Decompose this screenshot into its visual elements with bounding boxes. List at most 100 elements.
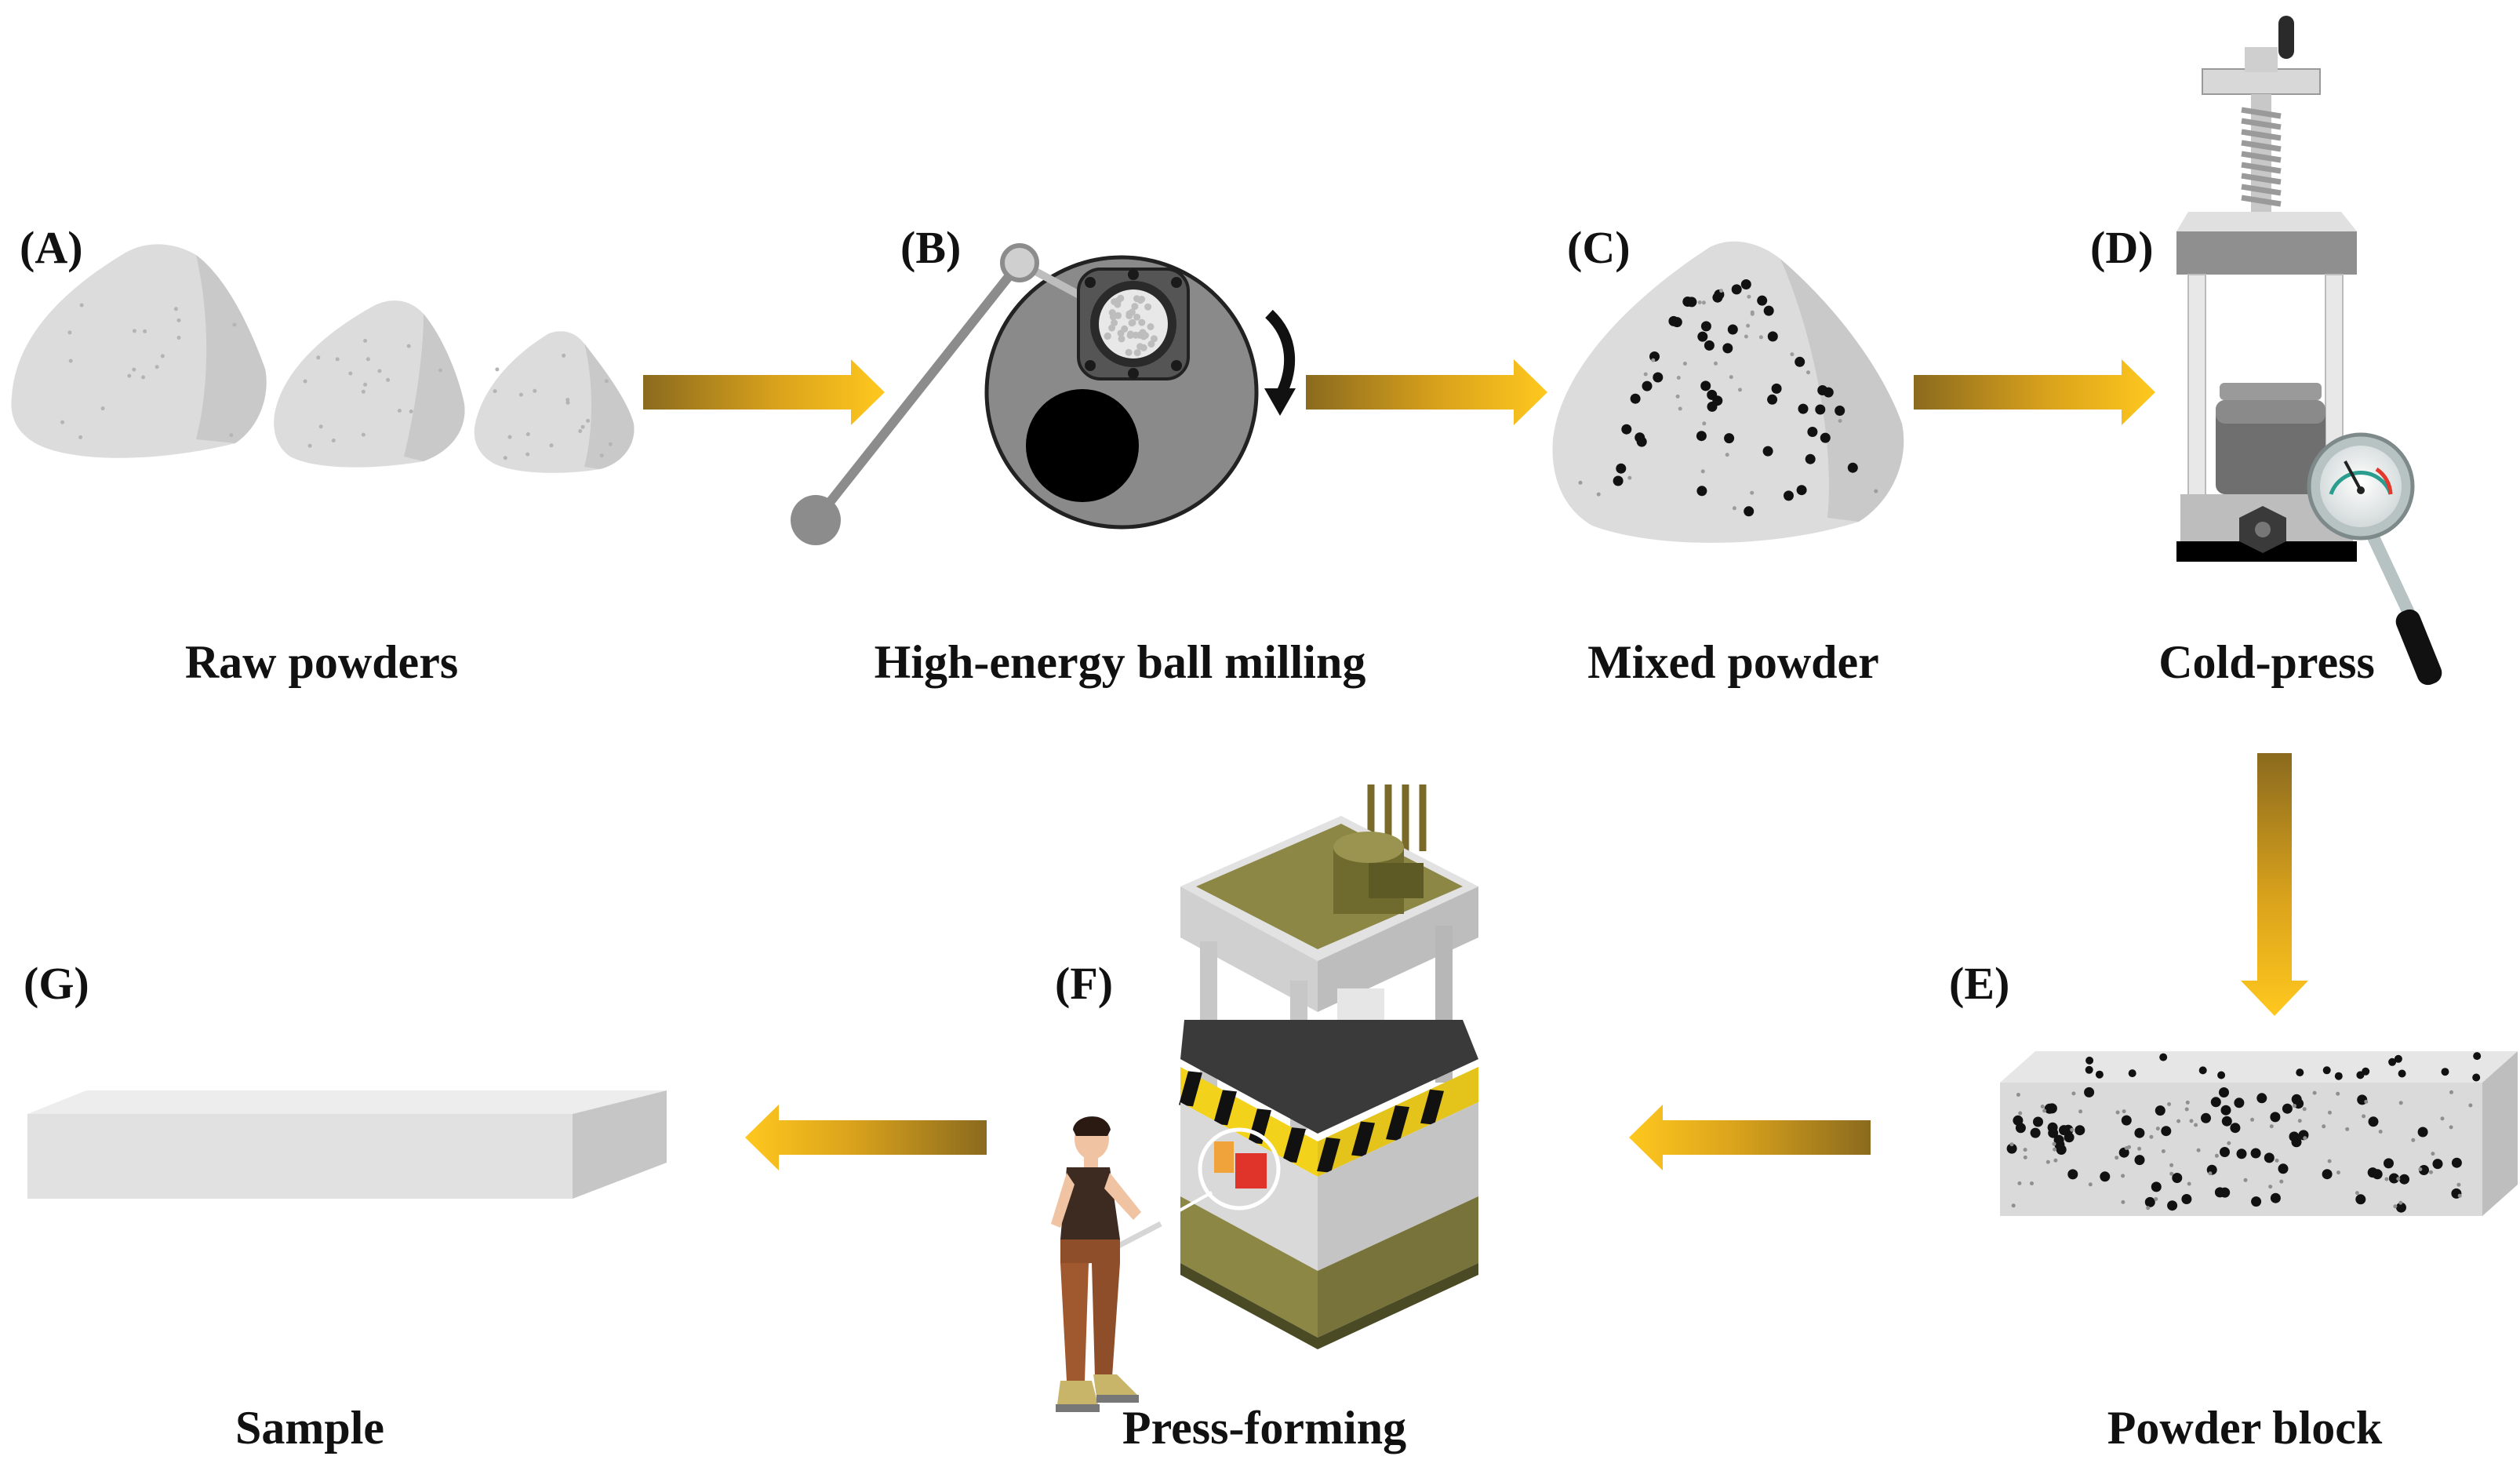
- powder-grain: [2146, 1206, 2151, 1210]
- particle-dot: [1820, 432, 1831, 443]
- powder-grain: [586, 418, 591, 423]
- powder-grain: [2208, 1171, 2213, 1176]
- powder-grain: [2336, 1170, 2340, 1175]
- powder-grain: [2040, 1105, 2045, 1108]
- particle-dot: [1616, 463, 1627, 474]
- milling-ball: [1131, 303, 1139, 311]
- powder-grain: [2214, 1153, 2219, 1158]
- powder-grain: [318, 424, 323, 429]
- particle-dot: [2451, 1157, 2462, 1168]
- powder-grain: [493, 389, 497, 394]
- powder-grain: [335, 357, 340, 362]
- powder-grain: [2154, 1197, 2158, 1201]
- powder-grain: [2137, 1146, 2142, 1151]
- particle-dot: [2198, 1066, 2207, 1075]
- milling-ball: [1115, 311, 1122, 319]
- caption-powder-block: Powder block: [2107, 1402, 2383, 1454]
- spring-coil: [2241, 118, 2282, 130]
- powder-grain: [1729, 375, 1733, 380]
- particle-dot: [1712, 395, 1723, 406]
- spring-coil: [2241, 162, 2282, 174]
- powder-grain: [525, 432, 530, 436]
- powder-grain: [1675, 394, 1680, 399]
- hazard-stripe: [1179, 1071, 1202, 1107]
- powder-pile-icon: [11, 244, 267, 458]
- milling-ball: [1128, 319, 1136, 327]
- particle-dot: [2044, 1103, 2055, 1114]
- powder-grain: [1702, 421, 1707, 426]
- caption-sample: Sample: [235, 1402, 385, 1454]
- particle-dot: [2161, 1126, 2172, 1137]
- particle-dot: [2013, 1115, 2024, 1126]
- powder-grain: [2355, 1191, 2359, 1196]
- milling-ball: [1133, 295, 1140, 303]
- powder-grain: [2449, 1125, 2453, 1130]
- milling-ball: [1125, 310, 1133, 318]
- particle-dot: [2151, 1181, 2162, 1192]
- powder-grain: [361, 389, 365, 394]
- arrow-a-to-b: [643, 359, 885, 425]
- powder-grain: [507, 435, 512, 439]
- powder-grain: [1746, 323, 1751, 328]
- powder-grain: [1790, 352, 1795, 357]
- powder-grain: [2070, 1127, 2075, 1132]
- powder-grain: [155, 365, 159, 369]
- powder-grain: [2124, 1146, 2129, 1150]
- particle-dot: [1697, 331, 1708, 342]
- powder-grain: [525, 452, 530, 457]
- powder-grain: [1701, 300, 1706, 305]
- particle-dot: [2100, 1171, 2111, 1182]
- particle-dot: [2278, 1163, 2289, 1174]
- powder-grain: [2378, 1130, 2383, 1134]
- milling-ball: [1144, 303, 1152, 311]
- powder-grain: [406, 344, 411, 348]
- powder-grain: [363, 338, 368, 343]
- powder-grain: [2053, 1147, 2057, 1152]
- powder-grain: [1697, 300, 1702, 304]
- particle-dot: [2251, 1196, 2262, 1207]
- particle-dot: [2210, 1097, 2221, 1108]
- powder-grain: [331, 439, 336, 442]
- particle-dot: [1653, 372, 1664, 383]
- particle-dot: [1700, 321, 1711, 332]
- particle-dot: [2220, 1187, 2231, 1198]
- particle-dot: [2264, 1152, 2275, 1163]
- spring-coil: [2241, 107, 2282, 119]
- powder-grain: [1738, 388, 1742, 392]
- powder-grain: [2345, 1127, 2350, 1131]
- powder-grain: [79, 303, 84, 308]
- spring-coil: [2241, 140, 2282, 152]
- powder-grain: [2411, 1138, 2416, 1142]
- milling-ball: [1114, 300, 1122, 308]
- powder-grain: [562, 353, 566, 358]
- particle-dot: [1763, 305, 1774, 316]
- particle-dot: [2432, 1159, 2443, 1170]
- powder-grain: [100, 406, 105, 411]
- powder-grain: [1747, 294, 1751, 299]
- particle-dot: [2033, 1116, 2043, 1127]
- particle-dot: [2085, 1065, 2093, 1074]
- powder-grain: [2176, 1119, 2181, 1123]
- particle-dot: [1796, 485, 1807, 496]
- powder-grain: [2227, 1141, 2231, 1145]
- powder-grain: [2456, 1182, 2461, 1187]
- powder-grain: [2115, 1156, 2119, 1160]
- caption-ball-milling: High-energy ball milling: [874, 636, 1366, 688]
- particle-dot: [2155, 1105, 2165, 1116]
- powder-grain: [1838, 419, 1842, 423]
- particle-dot: [1798, 403, 1809, 414]
- particle-dot: [1762, 446, 1773, 457]
- powder-grain: [1744, 334, 1748, 339]
- powder-grain: [2088, 1182, 2093, 1187]
- powder-grain: [1627, 475, 1632, 480]
- powder-grain: [160, 354, 165, 359]
- particle-dot: [1784, 490, 1794, 501]
- powder-grain: [2189, 1119, 2194, 1123]
- powder-grain: [2194, 1123, 2198, 1127]
- hazard-stripe: [1213, 1090, 1237, 1126]
- powder-grain: [1678, 406, 1682, 411]
- milling-ball: [1140, 344, 1147, 351]
- step-letter-e: (E): [1949, 958, 2010, 1009]
- powder-grain: [2121, 1174, 2125, 1178]
- particle-dot: [1847, 462, 1858, 473]
